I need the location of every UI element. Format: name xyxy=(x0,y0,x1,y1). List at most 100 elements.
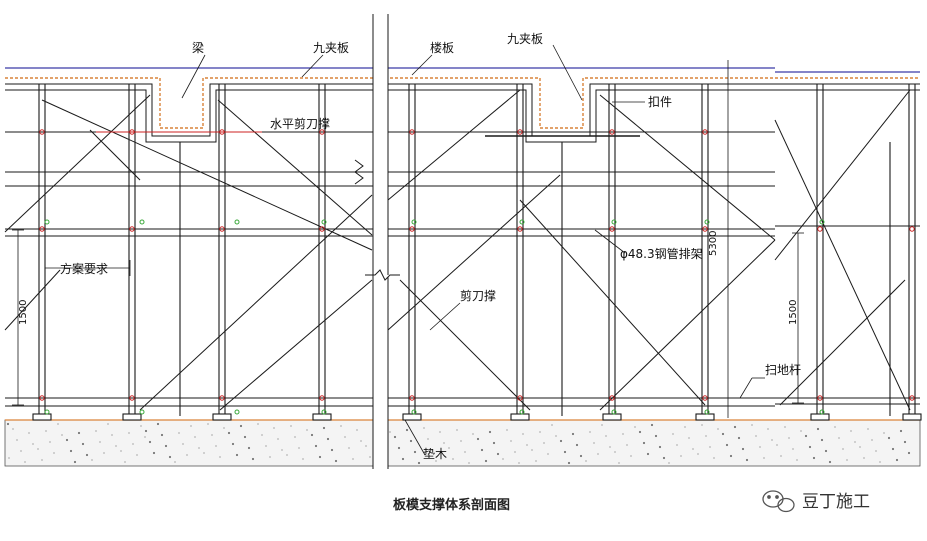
concrete-speckle xyxy=(741,447,745,451)
concrete-speckle xyxy=(427,438,429,440)
concrete-speckle xyxy=(73,460,77,464)
label-plywood-left: 九夹板 xyxy=(313,41,349,55)
concrete-speckle xyxy=(294,436,296,438)
concrete-speckle xyxy=(223,427,225,429)
concrete-speckle xyxy=(763,457,765,459)
concrete-speckle xyxy=(186,454,188,456)
concrete-speckle xyxy=(496,452,500,456)
concrete-speckle xyxy=(198,447,200,449)
concrete-speckle xyxy=(393,435,397,439)
concrete-speckle xyxy=(310,433,314,437)
concrete-speckle xyxy=(895,458,899,462)
concrete-speckle xyxy=(800,430,802,432)
concrete-speckle xyxy=(136,454,138,456)
concrete-speckle xyxy=(559,439,563,443)
concrete-speckle xyxy=(642,441,646,445)
concrete-speckle xyxy=(601,424,603,426)
concrete-speckle xyxy=(37,448,39,450)
concrete-speckle xyxy=(688,437,690,439)
label-scissor-brace: 剪刀撑 xyxy=(460,288,496,303)
fastener-mark xyxy=(817,226,823,232)
base-plate xyxy=(312,413,332,421)
node-mark xyxy=(704,409,710,415)
concrete-speckle xyxy=(132,443,134,445)
concrete-speckle xyxy=(547,453,549,455)
scissor-brace xyxy=(219,279,373,411)
concrete-speckle xyxy=(164,444,168,448)
concrete-speckle xyxy=(417,461,421,465)
concrete-speckle xyxy=(326,437,330,441)
concrete-speckle xyxy=(8,457,10,459)
concrete-speckle xyxy=(298,447,300,449)
concrete-speckle xyxy=(124,461,126,463)
concrete-speckle xyxy=(472,433,474,435)
concrete-speckle xyxy=(828,460,832,464)
label-beam: 梁 xyxy=(192,40,204,55)
concrete-speckle xyxy=(405,428,409,432)
scissor-brace xyxy=(774,89,911,261)
concrete-speckle xyxy=(907,451,911,455)
concrete-speckle xyxy=(435,460,437,462)
concrete-speckle xyxy=(668,462,670,464)
concrete-speckle xyxy=(551,424,553,426)
node-mark xyxy=(611,409,617,415)
concrete-speckle xyxy=(776,444,778,446)
concrete-speckle xyxy=(585,460,587,462)
concrete-speckle xyxy=(717,428,719,430)
horizontal-brace-line xyxy=(96,131,640,137)
fastener-mark xyxy=(702,226,708,232)
concrete-speckle xyxy=(369,456,371,458)
scissor-brace xyxy=(774,119,911,411)
node-mark xyxy=(411,409,417,415)
concrete-speckle xyxy=(697,453,699,455)
column-break xyxy=(354,14,400,469)
concrete-speckle xyxy=(692,448,694,450)
concrete-speckle xyxy=(322,426,326,430)
node-mark xyxy=(411,219,417,225)
concrete-speckle xyxy=(713,457,715,459)
concrete-speckle xyxy=(614,451,616,453)
concrete-speckle xyxy=(28,432,30,434)
concrete-speckle xyxy=(456,429,458,431)
concrete-speckle xyxy=(61,434,63,436)
concrete-speckle xyxy=(680,455,682,457)
fastener-mark xyxy=(219,226,225,232)
fastener-mark xyxy=(129,395,135,401)
concrete-speckle xyxy=(510,440,512,442)
concrete-speckle xyxy=(443,442,445,444)
concrete-speckle xyxy=(654,434,658,438)
concrete-speckle xyxy=(804,434,808,438)
node-mark xyxy=(519,219,525,225)
concrete-speckle xyxy=(227,431,231,435)
concrete-speckle xyxy=(745,458,749,462)
concrete-speckle xyxy=(32,443,34,445)
fastener-mark xyxy=(517,129,523,135)
base-plate xyxy=(122,413,142,421)
concrete-speckle xyxy=(448,447,450,449)
concrete-speckle xyxy=(464,451,466,453)
scissor-brace xyxy=(41,99,373,251)
concrete-speckle xyxy=(597,453,599,455)
scissor-brace xyxy=(779,279,906,406)
concrete-speckle xyxy=(128,432,130,434)
concrete-speckle xyxy=(502,458,504,460)
concrete-speckle xyxy=(306,429,308,431)
scissor-brace xyxy=(217,99,373,236)
scissor-brace xyxy=(4,94,151,233)
concrete-speckle xyxy=(277,438,279,440)
concrete-speckle xyxy=(863,457,865,459)
concrete-speckle xyxy=(709,446,711,448)
watermark: 豆丁施工 xyxy=(762,490,870,513)
concrete-speckle xyxy=(899,429,903,433)
label-steel-frame: φ48.3钢管排架 xyxy=(620,246,703,261)
concrete-speckle xyxy=(182,443,184,445)
concrete-speckle xyxy=(423,427,425,429)
wechat-icon xyxy=(762,490,795,513)
concrete-speckle xyxy=(49,441,51,443)
concrete-speckle xyxy=(107,423,109,425)
concrete-speckle xyxy=(273,427,275,429)
concrete-speckle xyxy=(12,428,14,430)
fastener-mark xyxy=(517,395,523,401)
concrete-speckle xyxy=(302,458,304,460)
